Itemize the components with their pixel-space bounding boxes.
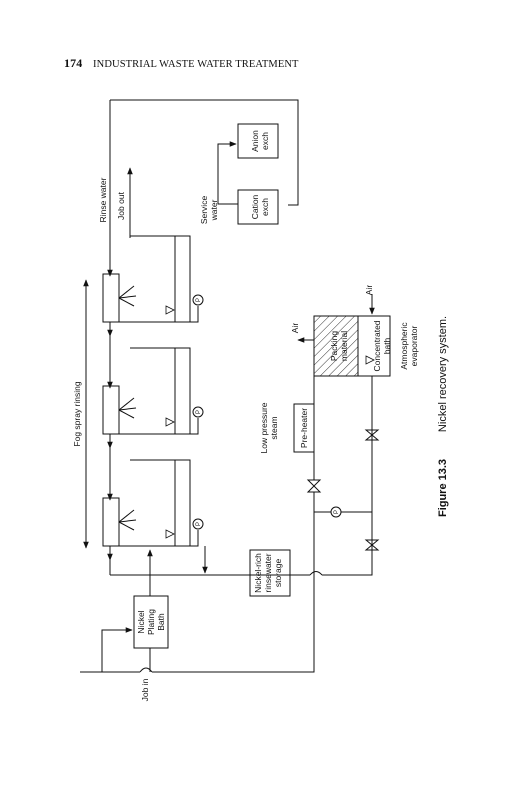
pump-1 <box>192 294 204 306</box>
pump-line-2 <box>107 418 199 449</box>
concentrated-label-2: bath <box>382 337 392 354</box>
svg-text:P: P <box>196 522 202 526</box>
fog-spray-label: Fog spray rinsing <box>72 381 82 446</box>
job-in-label: Job in <box>140 678 150 701</box>
packing-material-box <box>313 315 359 377</box>
service-water-label-1: Service <box>199 196 209 225</box>
pre-heater-box <box>293 403 315 453</box>
rinse-tank-1 <box>102 235 191 323</box>
low-pressure-steam-label-1: Low pressure <box>259 402 269 453</box>
exch-link-line <box>217 141 238 205</box>
rinse-water-label: Rinse water <box>98 177 108 222</box>
pump-3 <box>192 518 204 530</box>
packing-label-1: Packing <box>329 331 339 362</box>
running-header: 174 INDUSTRIAL WASTE WATER TREATMENT <box>64 56 299 71</box>
nickel-plating-label-1: Nickel <box>136 610 146 633</box>
cation-label-1: Cation <box>250 194 260 219</box>
page-number: 174 <box>64 56 83 70</box>
evaporator-label-1: Atmospheric <box>399 322 409 370</box>
air-top-label: Air <box>364 285 374 296</box>
svg-text:P: P <box>334 510 340 514</box>
packing-label-2: material <box>339 331 349 361</box>
pump-line-1 <box>107 306 199 337</box>
rinse-tank-2 <box>102 347 191 435</box>
svg-text:P: P <box>196 298 202 302</box>
pump-4 <box>330 506 342 518</box>
low-pressure-steam-label-2: steam <box>269 416 279 439</box>
nickel-plating-label-2: Plating <box>146 609 156 635</box>
cation-exch-box <box>237 189 279 225</box>
service-water-label-2: water <box>209 199 219 221</box>
concentrated-label-1: Concentrated <box>372 320 382 371</box>
nickel-rich-label-3: storage <box>273 559 283 588</box>
anion-exch-box <box>237 123 279 159</box>
rinse-water-top-line <box>110 99 299 206</box>
job-out-label: Job out <box>116 191 126 220</box>
nickel-rich-storage-box <box>249 549 291 597</box>
nickel-plating-label-3: Bath <box>156 613 166 631</box>
figure-label: Figure 13.3 <box>437 459 449 517</box>
figure-caption: Nickel recovery system. <box>437 316 449 432</box>
nickel-rich-label-1: Nickel-rich <box>253 553 263 593</box>
air-left-label: Air <box>290 323 300 334</box>
pump-2 <box>192 406 204 418</box>
evaporator-label-2: evaporator <box>409 326 419 367</box>
nickel-rich-label-2: rinsewater <box>263 553 273 592</box>
pre-heater-label: Pre-heater <box>299 408 309 448</box>
svg-text:P: P <box>196 410 202 414</box>
running-title: INDUSTRIAL WASTE WATER TREATMENT <box>93 59 299 70</box>
pump-line-3 <box>107 530 199 561</box>
anion-label-1: Anion <box>250 130 260 152</box>
cation-label-2: exch <box>260 198 270 216</box>
rinse-tank-3 <box>102 459 191 547</box>
anion-label-2: exch <box>260 132 270 150</box>
nickel-plating-bath-box <box>133 595 169 649</box>
